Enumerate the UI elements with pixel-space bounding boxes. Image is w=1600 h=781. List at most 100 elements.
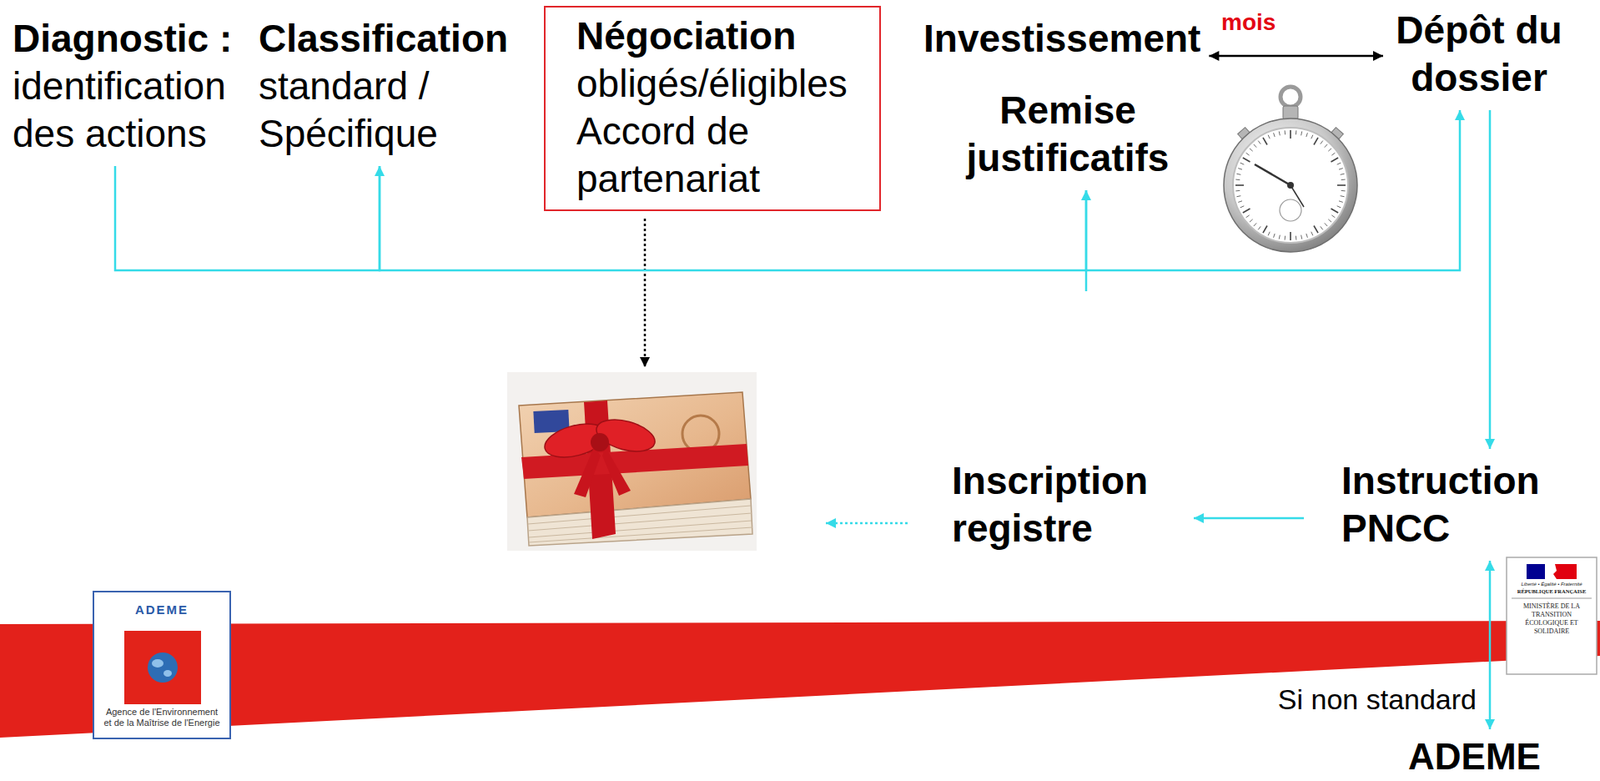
logo-square (124, 630, 202, 705)
step-text: Inscription registre (951, 457, 1157, 553)
dial-tick (1340, 196, 1345, 197)
dial-tick (1311, 135, 1314, 140)
step-label: Dépôt du dossier (1391, 6, 1567, 102)
dial-tick (1237, 201, 1243, 203)
step-text: Remise justificatifs (959, 86, 1177, 182)
bow-tail (573, 447, 601, 498)
dial-tick (1240, 206, 1245, 208)
republic-text: RÉPUBLIQUE FRANÇAISE (1508, 588, 1595, 595)
dial-tick (1337, 162, 1342, 165)
ademe-logo (93, 591, 231, 739)
dotted-arrow (825, 522, 908, 525)
stopwatch-ring (1280, 86, 1301, 107)
step-label: Remise justificatifs (959, 86, 1177, 182)
duration-arrow (1208, 55, 1384, 58)
dial-tick (1324, 222, 1328, 227)
flow-arrow (1193, 517, 1304, 520)
dial-tick (1338, 201, 1344, 203)
step-body: standard / Spécifique (258, 62, 522, 158)
dial-tick (1330, 157, 1339, 162)
flow-arrow (1489, 110, 1492, 449)
step-label: Inscription registre (951, 457, 1157, 553)
stopwatch-pivot (1287, 181, 1294, 189)
dial-tick (1337, 206, 1342, 208)
step-text: Classificationstandard / Spécifique (258, 15, 522, 158)
edge-label: Si non standard (1276, 682, 1479, 716)
sub-dial (1279, 199, 1302, 222)
dial-tick (1262, 137, 1268, 146)
step-label: Investissement (923, 15, 1201, 63)
logo-divider (1511, 598, 1592, 599)
dial-tick (1341, 190, 1346, 192)
dial-tick (1235, 190, 1240, 192)
step-label: ADEME (1408, 737, 1541, 776)
stopwatch-hand (1290, 185, 1304, 207)
dial-tick (1284, 236, 1287, 241)
logo-frame (93, 591, 231, 739)
dial-tick (1242, 157, 1251, 162)
note-edge (528, 505, 751, 524)
dial-tick (1249, 219, 1253, 222)
dial-tick (1278, 235, 1280, 240)
dial-tick (1273, 132, 1276, 137)
dial-tick (1273, 233, 1276, 238)
dial-tick (1278, 130, 1280, 136)
edge-label: mois (1219, 8, 1278, 36)
banknote-bundle (507, 372, 757, 551)
stopwatch-case (1223, 118, 1358, 252)
step-text: Investissement (923, 15, 1201, 63)
dial-tick (1306, 233, 1309, 238)
note-stack (527, 498, 753, 546)
step-body: identification des actions (12, 62, 242, 158)
red-band (0, 620, 1600, 738)
note-top (518, 392, 751, 518)
dial-tick (1301, 130, 1303, 136)
dial-tick (1289, 231, 1292, 241)
dial-tick (1313, 225, 1319, 233)
logo-caption: Agence de l'Environnement et de la Maîtr… (102, 706, 222, 729)
motto-text: Liberté • Égalité • Fraternité (1508, 581, 1595, 588)
globe-land (151, 659, 164, 668)
dial-tick (1337, 184, 1346, 187)
bow-knot (590, 432, 609, 452)
dial-tick (1249, 148, 1253, 151)
logo-frame (1506, 557, 1597, 675)
dial-tick (1331, 215, 1335, 218)
dial-ticks (1235, 130, 1346, 241)
dial-tick (1295, 236, 1298, 241)
dial-tick (1338, 168, 1344, 171)
dial-tick (1340, 173, 1345, 175)
dial-tick (1311, 231, 1314, 237)
dial-tick (1324, 144, 1328, 148)
note-edge (528, 513, 752, 531)
dial-tick (1253, 144, 1257, 148)
dial-tick (1331, 152, 1335, 156)
dial-tick (1295, 130, 1298, 135)
step-text: Instruction PNCC (1341, 457, 1546, 553)
dial-tick (1236, 196, 1241, 197)
logo-wordmark: ADEME (93, 602, 231, 618)
dial-tick (1320, 226, 1324, 230)
step-label: Instruction PNCC (1341, 457, 1546, 553)
stopwatch-face (1232, 127, 1349, 243)
step-heading: Négociation (576, 12, 796, 61)
dial-tick (1267, 231, 1270, 237)
dial-tick (1236, 173, 1241, 175)
dial-tick (1253, 222, 1257, 227)
dial-tick (1267, 135, 1270, 140)
logo-globe (147, 652, 178, 683)
timeline-arrow (1086, 110, 1460, 271)
dial-tick (1240, 162, 1245, 165)
dial-tick (1257, 140, 1261, 145)
dial-tick (1242, 208, 1251, 213)
dial-tick (1301, 235, 1303, 240)
dial-tick (1235, 184, 1244, 187)
dial-tick (1313, 137, 1319, 146)
bow-tail (602, 447, 631, 496)
dial-tick (1262, 225, 1268, 233)
dial-tick (1257, 226, 1261, 230)
stopwatch-crown (1283, 105, 1299, 120)
flow-arrow (1489, 560, 1492, 730)
globe-land (163, 669, 172, 677)
stopwatch-hand (1254, 164, 1291, 186)
